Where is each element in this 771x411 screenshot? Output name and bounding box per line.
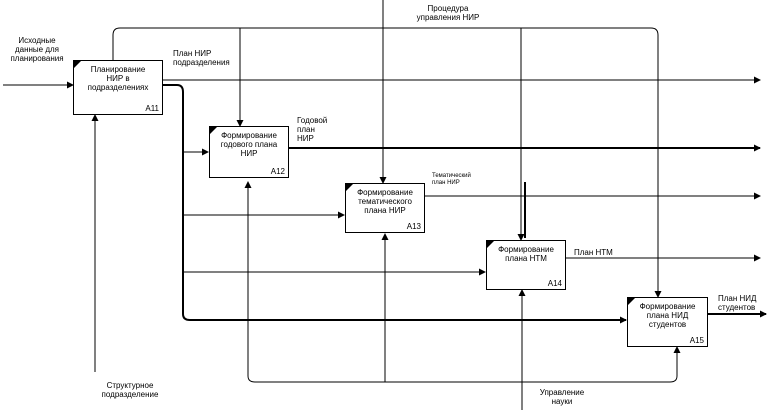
box-corner-mark xyxy=(74,61,81,68)
activity-title: Формирование годового плана НИР xyxy=(220,131,278,158)
activity-number: A14 xyxy=(547,279,562,288)
label-structural-unit: Структурное подразделение xyxy=(101,381,159,399)
activity-box-a15[interactable]: Формирование плана НИД студентов A15 xyxy=(627,297,708,347)
label-thematic-plan: Тематический план НИР xyxy=(432,173,471,186)
activity-box-a14[interactable]: Формирование плана НТМ A14 xyxy=(486,240,566,290)
box-corner-mark xyxy=(210,127,217,134)
label-nid-plan: План НИД студентов xyxy=(718,294,757,312)
label-ntm-plan: План НТМ xyxy=(574,248,613,257)
arrow-science-mgmt-bus xyxy=(247,182,681,383)
activity-number: A12 xyxy=(270,167,285,176)
arrow-a11-bus xyxy=(163,84,627,324)
activity-number: A15 xyxy=(689,336,704,345)
activity-box-a13[interactable]: Формирование тематического плана НИР A13 xyxy=(345,183,425,233)
activity-title: Формирование тематического плана НИР xyxy=(357,188,413,215)
activity-title: Формирование плана НТМ xyxy=(498,245,554,263)
activity-number: A13 xyxy=(406,222,421,231)
activity-box-a11[interactable]: Планирование НИР в подразделениях A11 xyxy=(73,60,163,115)
box-corner-mark xyxy=(487,241,494,248)
activity-title: Планирование НИР в подразделениях xyxy=(87,65,149,92)
label-science-mgmt: Управление науки xyxy=(539,388,585,406)
label-input-data: Исходные данные для планирования xyxy=(10,36,64,63)
activity-title: Формирование плана НИД студентов xyxy=(639,302,696,329)
activity-box-a12[interactable]: Формирование годового плана НИР A12 xyxy=(209,126,289,178)
label-control-procedure: Процедура управления НИР xyxy=(416,4,480,22)
activity-number: A11 xyxy=(145,104,159,113)
label-plan-dept: План НИР подразделения xyxy=(173,49,230,67)
box-corner-mark xyxy=(628,298,635,305)
arrow-control-procedure-bus xyxy=(112,27,662,298)
label-annual-plan: Годовой план НИР xyxy=(297,116,328,143)
box-corner-mark xyxy=(346,184,353,191)
